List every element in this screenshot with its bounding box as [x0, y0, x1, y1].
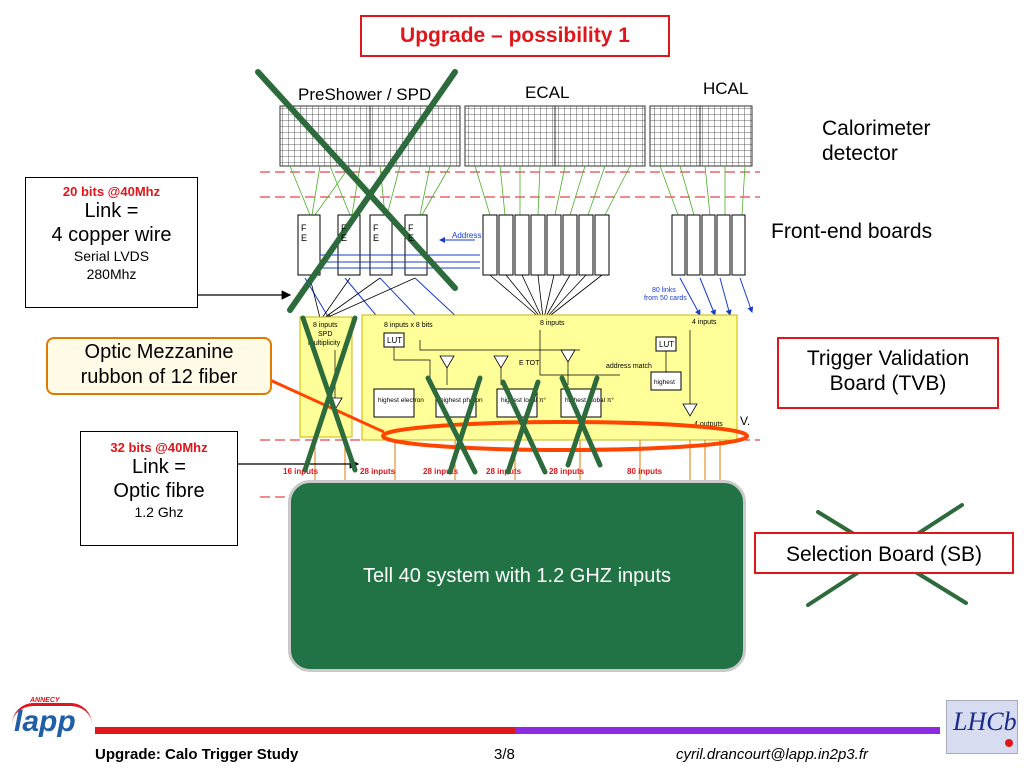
- svg-text:LUT: LUT: [387, 336, 402, 345]
- lhcb-logo-text: LHCb: [953, 707, 1017, 736]
- optic-mezzanine-ellipse: [381, 420, 749, 452]
- highest-electron-box: [373, 388, 415, 418]
- preshower-cross: [255, 69, 458, 313]
- copper-link-bits: 20 bits @40Mhz: [62, 184, 161, 199]
- optic-link-line3: 1.2 Ghz: [134, 504, 184, 520]
- highest-crosses: [425, 375, 603, 475]
- inputs-16: 16 inputs: [283, 467, 319, 476]
- optic-link-line1: Link =: [132, 456, 186, 478]
- tell40-box: Tell 40 system with 1.2 GHZ inputs: [288, 480, 746, 672]
- lapp-logo-small: ANNECY: [30, 697, 60, 704]
- fe-label-2: F E: [341, 223, 348, 243]
- frontend-label: Front-end boards: [771, 220, 933, 243]
- sb-label-box: Selection Board (SB): [754, 532, 1014, 574]
- spd-cross: [300, 315, 358, 473]
- slide-title: Upgrade – possibility 1: [360, 15, 670, 57]
- highest-box: [650, 371, 682, 391]
- optic-link-bits: 32 bits @40Mhz: [110, 440, 208, 455]
- highest-photon-label: highest photon: [440, 397, 483, 404]
- hcal-title: HCAL: [703, 79, 748, 98]
- copper-link-box: 20 bits @40Mhz Link = 4 copper wire Seri…: [25, 177, 198, 308]
- copper-link-line3: Serial LVDS: [73, 248, 150, 264]
- lapp-logo-text: lapp: [14, 705, 76, 738]
- copper-link-line4: 280Mhz: [86, 266, 137, 283]
- inputs-80: 80 inputs: [627, 467, 663, 476]
- tvb-in-mid: 8 inputs: [540, 320, 565, 327]
- hcal-links-label-1: 80 links: [652, 287, 676, 294]
- fan-lines: [289, 165, 746, 216]
- copper-link-line2: 4 copper wire: [51, 224, 172, 246]
- tvb-board: [299, 314, 738, 441]
- tvb-label-1: Trigger Validation: [806, 347, 970, 370]
- tvb-in-ecal: 8 inputs x 8 bits: [384, 322, 433, 329]
- calorimeter-label-2: detector: [822, 142, 898, 166]
- fe-boards: [297, 214, 746, 276]
- inputs-28-d: 28 inputs: [549, 467, 585, 476]
- address-match: address match: [606, 363, 652, 370]
- highest-label: highest: [654, 379, 675, 386]
- tvb-label-box: Trigger Validation Board (TVB): [777, 337, 999, 409]
- inputs-28-a: 28 inputs: [360, 467, 396, 476]
- calorimeter-grids: [279, 105, 753, 167]
- tvb-in-hcal: 4 inputs: [692, 319, 717, 326]
- preshower-title: PreShower / SPD: [298, 85, 431, 104]
- tvb-in-2: SPD: [318, 331, 332, 338]
- optic-mezzanine-1: Optic Mezzanine: [84, 341, 234, 363]
- et-tot: E TOT: [519, 360, 540, 367]
- calorimeter-label: Calorimeter detector: [822, 116, 931, 166]
- optic-mezzanine-box: Optic Mezzanine rubbon of 12 fiber: [46, 337, 272, 395]
- highest-local-label: highest local π°: [501, 396, 546, 404]
- address-label: Address: [452, 231, 481, 240]
- footer-page: 3/8: [494, 746, 515, 763]
- hcal-links-label-2: from 50 cards: [644, 295, 687, 302]
- copper-link-line1: Link =: [84, 200, 139, 222]
- four-outputs: 4 outputs: [694, 421, 723, 428]
- footer-title: Upgrade: Calo Trigger Study: [95, 746, 299, 763]
- tvb-in-3: multiplicity: [308, 340, 341, 347]
- inputs-28-b: 28 inputs: [423, 467, 459, 476]
- adders: [327, 349, 698, 417]
- footer-bar: [95, 727, 940, 734]
- fe-label-1: F E: [301, 223, 308, 243]
- fe-label-3: F E: [373, 223, 380, 243]
- ecal-links: [309, 274, 603, 319]
- sb-label: Selection Board (SB): [785, 543, 983, 566]
- va-label: V.: [740, 414, 750, 428]
- tell40-label: Tell 40 system with 1.2 GHZ inputs: [363, 564, 671, 587]
- lhcb-logo: LHCb: [946, 700, 1018, 754]
- inputs-28-c: 28 inputs: [486, 467, 522, 476]
- optic-link-line2: Optic fibre: [113, 480, 205, 502]
- svg-text:LUT: LUT: [659, 340, 674, 349]
- calorimeter-label-1: Calorimeter: [822, 117, 931, 140]
- tvb-in-1: 8 inputs: [313, 322, 338, 329]
- optic-mezzanine-2: rubbon of 12 fiber: [80, 366, 238, 388]
- footer-email: cyril.drancourt@lapp.in2p3.fr: [676, 746, 868, 763]
- ecal-title: ECAL: [525, 83, 569, 102]
- highest-electron-label: highest electron: [378, 397, 424, 404]
- fe-label-4: F E: [408, 223, 415, 243]
- lapp-logo: ANNECY lapp: [12, 697, 94, 745]
- optic-link-box: 32 bits @40Mhz Link = Optic fibre 1.2 Gh…: [80, 431, 238, 546]
- tvb-label-2: Board (TVB): [829, 372, 947, 396]
